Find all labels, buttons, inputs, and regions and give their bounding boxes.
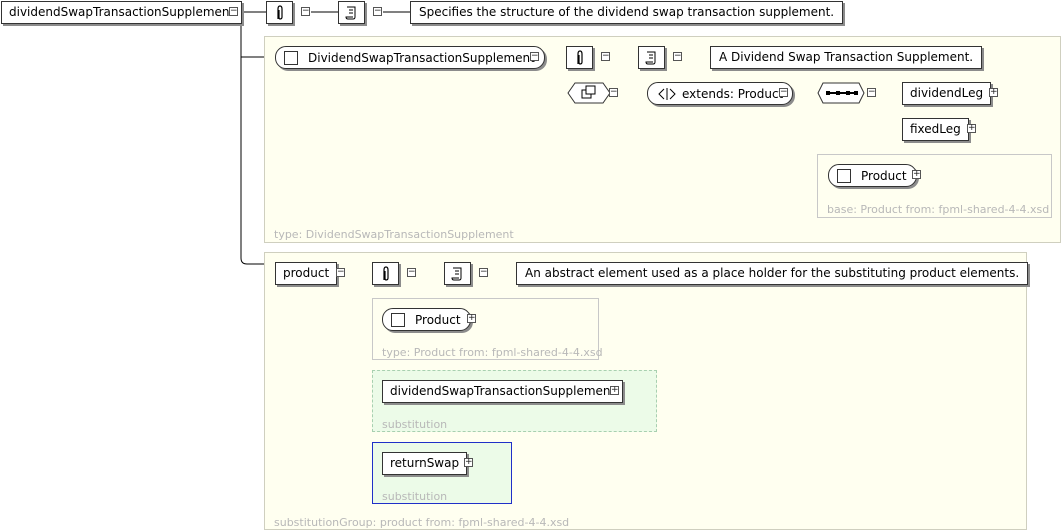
substitution-dividend-swap-node[interactable]: dividendSwapTransactionSupplement bbox=[382, 380, 624, 403]
collapse-toggle-documentation[interactable]: − bbox=[373, 6, 382, 16]
collapse-toggle-complex-type[interactable]: − bbox=[530, 51, 539, 61]
base-product-caption: base: Product from: fpml-shared-4-4.xsd bbox=[827, 203, 1050, 216]
root-element-node[interactable]: dividendSwapTransactionSupplement bbox=[1, 1, 243, 24]
collapse-toggle-annotation[interactable]: − bbox=[601, 51, 610, 61]
documentation-icon bbox=[444, 262, 471, 285]
element-box-icon bbox=[837, 168, 851, 183]
complex-type-caption: type: DividendSwapTransactionSupplement bbox=[274, 228, 514, 241]
annotation-icon bbox=[266, 1, 293, 24]
collapse-toggle-annotation[interactable]: − bbox=[407, 267, 416, 277]
substitution-caption: substitution bbox=[382, 418, 448, 431]
collapse-toggle-annotation[interactable]: − bbox=[301, 6, 310, 16]
collapse-toggle-product[interactable]: − bbox=[336, 267, 345, 277]
expand-toggle-product-type[interactable]: + bbox=[467, 313, 476, 323]
substitution-return-swap-node[interactable]: returnSwap bbox=[382, 452, 468, 475]
substitution-group-caption: substitutionGroup: product from: fpml-sh… bbox=[274, 516, 570, 529]
documentation-icon bbox=[338, 1, 365, 24]
product-type-caption: type: Product from: fpml-shared-4-4.xsd bbox=[382, 346, 603, 359]
base-product-node[interactable]: Product bbox=[828, 164, 917, 187]
complex-type-documentation-text: A Dividend Swap Transaction Supplement. bbox=[710, 46, 983, 69]
dividend-leg-node[interactable]: dividendLeg bbox=[902, 82, 992, 105]
expand-toggle-substitution-dividend-swap[interactable]: + bbox=[610, 385, 619, 395]
base-product-label: Product bbox=[861, 168, 907, 183]
extends-product-node[interactable]: extends: Product bbox=[647, 82, 794, 105]
collapse-toggle-documentation[interactable]: − bbox=[479, 267, 488, 277]
collapse-toggle-extension[interactable]: − bbox=[609, 87, 618, 97]
complex-type-label: DividendSwapTransactionSupplement bbox=[308, 50, 535, 65]
annotation-icon bbox=[566, 46, 593, 69]
element-box-icon bbox=[284, 50, 298, 65]
expand-toggle-substitution-return-swap[interactable]: + bbox=[464, 457, 473, 467]
root-documentation-text: Specifies the structure of the dividend … bbox=[410, 1, 844, 24]
collapse-toggle-extends[interactable]: − bbox=[779, 87, 788, 97]
documentation-icon bbox=[638, 46, 665, 69]
element-box-icon bbox=[391, 312, 405, 327]
fixed-leg-node[interactable]: fixedLeg bbox=[902, 118, 969, 141]
collapse-toggle-root[interactable]: − bbox=[229, 6, 238, 16]
complex-type-node[interactable]: DividendSwapTransactionSupplement bbox=[275, 46, 545, 69]
expand-toggle-base-product[interactable]: + bbox=[912, 169, 921, 179]
extends-arrows-icon bbox=[658, 87, 676, 100]
expand-toggle-fixed-leg[interactable]: + bbox=[967, 123, 976, 133]
expand-toggle-dividend-leg[interactable]: + bbox=[989, 87, 998, 97]
product-element-node[interactable]: product bbox=[275, 262, 338, 285]
product-type-label: Product bbox=[415, 312, 461, 327]
sequence-icon bbox=[817, 82, 865, 104]
product-type-node[interactable]: Product bbox=[382, 308, 471, 331]
collapse-toggle-sequence[interactable]: − bbox=[867, 87, 876, 97]
substitution-caption: substitution bbox=[382, 490, 448, 503]
collapse-toggle-documentation[interactable]: − bbox=[673, 51, 682, 61]
product-documentation-text: An abstract element used as a place hold… bbox=[516, 262, 1029, 285]
extension-icon bbox=[567, 82, 611, 104]
annotation-icon bbox=[372, 262, 399, 285]
extends-label: extends: Product bbox=[682, 86, 784, 101]
